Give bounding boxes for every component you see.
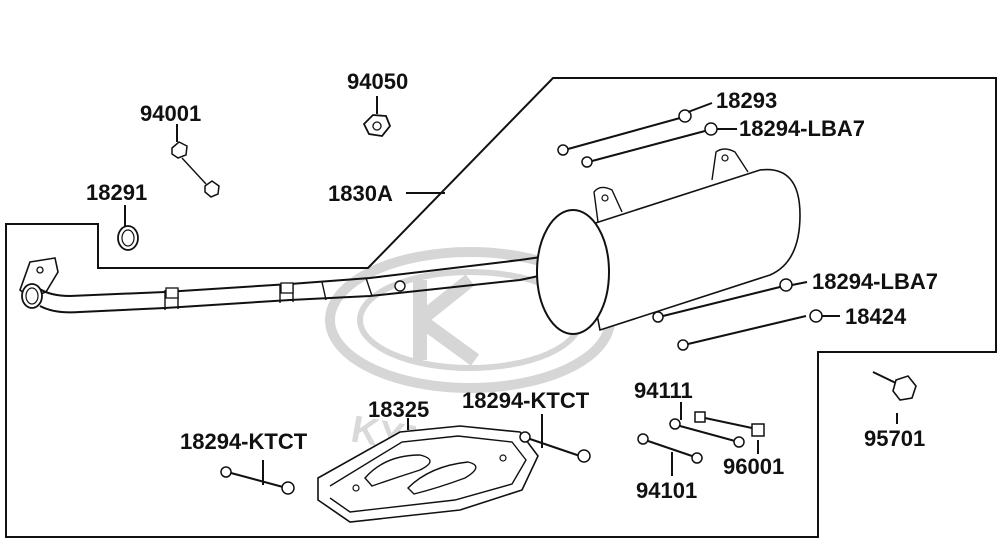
exhaust-pipe	[19, 254, 558, 314]
part-18293-bolt	[557, 109, 692, 156]
label-18293: 18293	[716, 88, 777, 113]
assembly-outline	[5, 77, 997, 538]
label-94001: 94001	[140, 101, 201, 126]
muffler	[536, 148, 801, 335]
label-18294-ktct-mid: 18294-KTCT	[462, 388, 590, 413]
part-94050-nut	[362, 114, 392, 137]
label-18325: 18325	[368, 397, 429, 422]
label-96001: 96001	[723, 454, 784, 479]
part-18291-gasket	[117, 225, 139, 251]
part-18424-bolt	[677, 309, 823, 351]
label-95701: 95701	[864, 426, 925, 451]
label-18424: 18424	[845, 304, 907, 329]
label-18294-ktct-left: 18294-KTCT	[180, 429, 308, 454]
label-18291: 18291	[86, 180, 147, 205]
part-95701-bolt	[872, 371, 917, 401]
label-18294-lba7-right: 18294-LBA7	[812, 269, 938, 294]
label-94101: 94101	[636, 478, 697, 503]
part-96001-bolt	[694, 411, 765, 437]
part-94101-bolt	[637, 433, 703, 464]
label-94111: 94111	[634, 378, 693, 403]
part-18294-ktct-left-screw	[220, 466, 295, 495]
label-94050: 94050	[347, 69, 408, 94]
part-18325-heat-shield	[317, 425, 539, 523]
part-94111-bolt	[669, 418, 745, 448]
label-18294-lba7-top: 18294-LBA7	[739, 116, 865, 141]
part-18294-lba7-top-bolt	[581, 122, 718, 168]
label-1830A: 1830A	[328, 181, 393, 206]
part-18294-ktct-mid-screw	[519, 431, 591, 463]
part-94001-bolt	[171, 141, 220, 198]
part-18294-lba7-right-bolt	[652, 278, 793, 323]
leader-lines	[124, 96, 898, 485]
